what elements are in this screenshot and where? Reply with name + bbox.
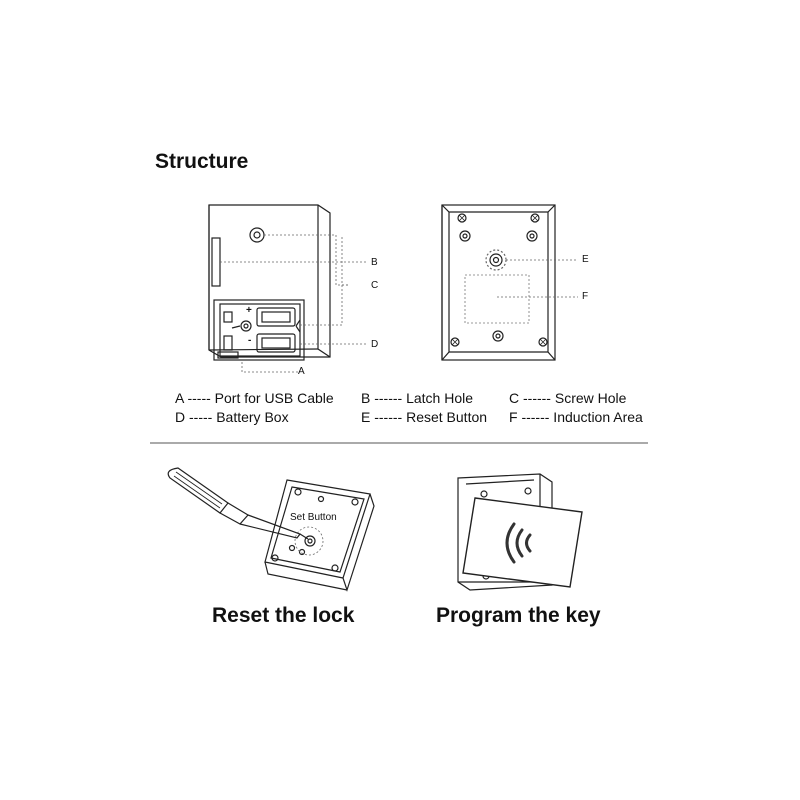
reset-illustration (167, 467, 375, 592)
battery-box (213, 299, 305, 361)
callout-c: C (371, 280, 379, 291)
screwdriver-icon (167, 467, 309, 540)
section-title: Structure (155, 150, 249, 173)
callout-d: D (371, 339, 379, 350)
legend-item-e: E ------ Reset Button (361, 409, 488, 425)
program-illustration (457, 473, 583, 591)
set-button-label: Set Button (290, 512, 337, 523)
legend-item-b: B ------ Latch Hole (361, 390, 474, 406)
screw-hole (240, 320, 252, 332)
induction-area (464, 274, 530, 324)
lock-back-view (441, 204, 578, 361)
callout-e: E (582, 254, 589, 265)
program-caption: Program the key (436, 604, 601, 627)
callout-b: B (371, 257, 378, 268)
legend-item-a: A ----- Port for USB Cable (175, 390, 334, 406)
legend-item-d: D ----- Battery Box (175, 409, 289, 425)
legend-item-f: F ------ Induction Area (509, 409, 643, 425)
reset-caption: Reset the lock (212, 604, 355, 627)
lock-front-view (208, 204, 366, 373)
wireless-signal-icon (505, 522, 532, 564)
battery-plus-sign: + (246, 305, 252, 316)
battery-minus-sign: - (248, 335, 252, 346)
legend-item-c: C ------ Screw Hole (509, 390, 627, 406)
callout-a: A (298, 366, 305, 377)
callout-f: F (582, 291, 589, 302)
